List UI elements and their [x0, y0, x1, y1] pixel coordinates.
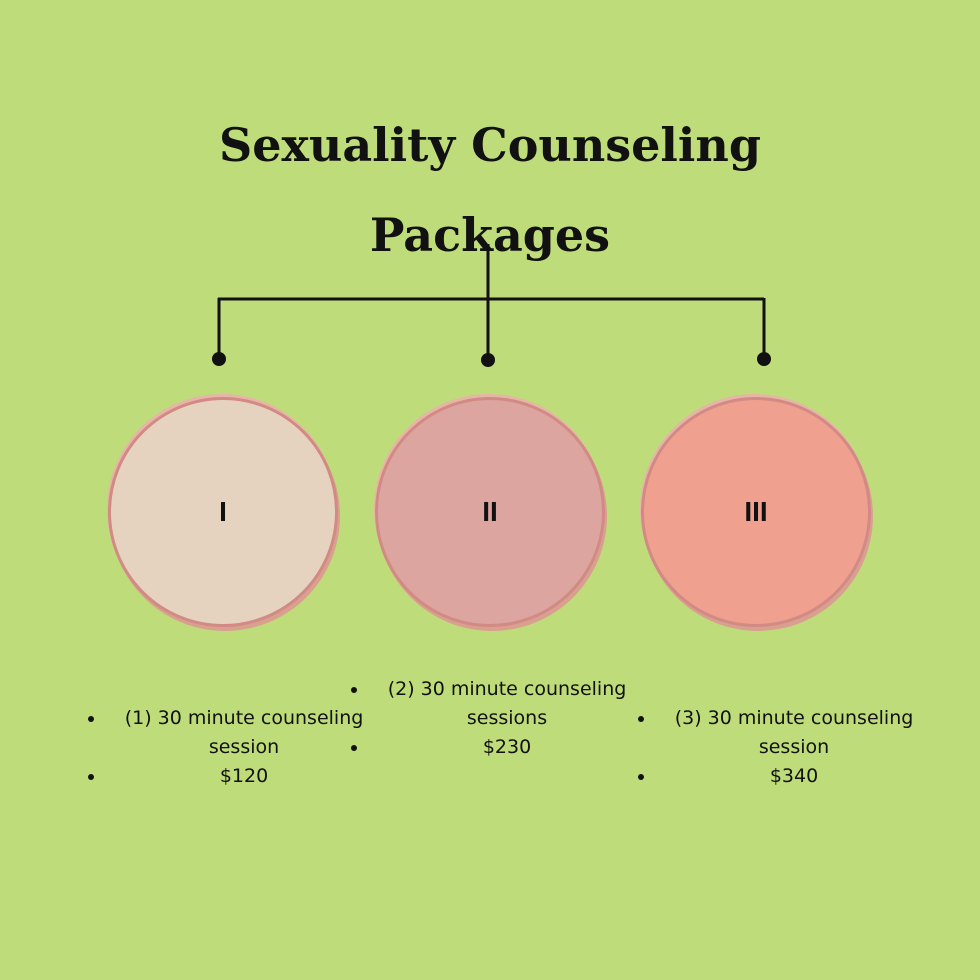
package-1-description: (1) 30 minute counseling session: [84, 704, 374, 762]
package-circle-1: I: [108, 397, 338, 627]
package-list-1: (1) 30 minute counseling session $120: [84, 704, 374, 791]
title-line-2: Packages: [369, 208, 611, 262]
package-1-price: $120: [84, 762, 374, 791]
package-list-3: (3) 30 minute counseling session $340: [634, 704, 924, 791]
package-3-description: (3) 30 minute counseling session: [634, 704, 924, 762]
title-line-1: Sexuality Counseling: [218, 118, 761, 172]
connector-dot-3: [757, 352, 771, 366]
package-numeral-3: III: [744, 496, 768, 527]
package-circle-2: II: [375, 397, 605, 627]
page-title: Sexuality Counseling Packages: [0, 100, 980, 280]
connector-dot-2: [481, 353, 495, 367]
package-list-2: (2) 30 minute counseling sessions $230: [347, 675, 637, 762]
package-2-description: (2) 30 minute counseling sessions: [347, 675, 637, 733]
package-circle-3: III: [641, 397, 871, 627]
connector-dot-1: [212, 352, 226, 366]
package-numeral-1: I: [219, 496, 227, 527]
package-2-price: $230: [347, 733, 637, 762]
package-3-price: $340: [634, 762, 924, 791]
package-numeral-2: II: [482, 496, 498, 527]
